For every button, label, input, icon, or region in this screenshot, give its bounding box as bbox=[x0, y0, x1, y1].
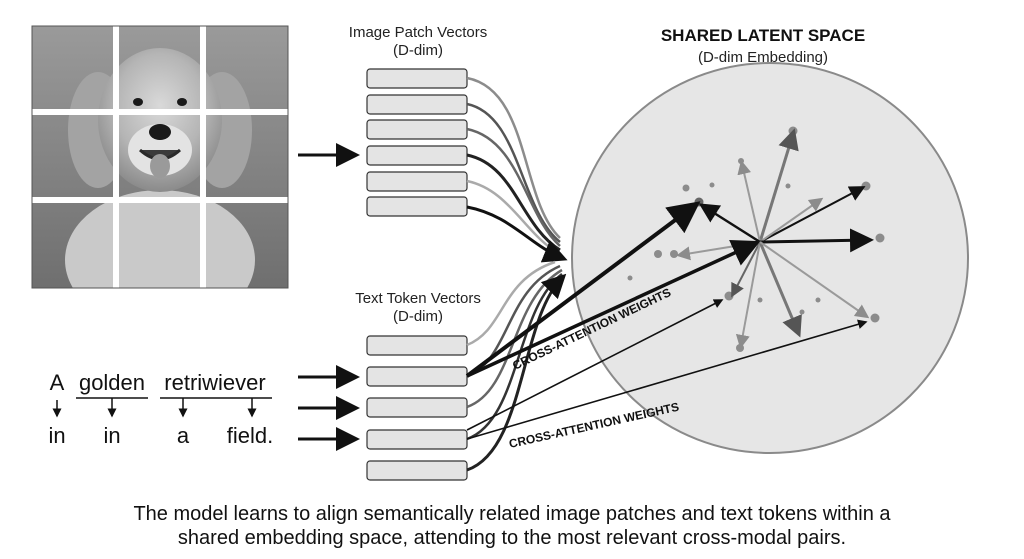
dog-image-grid bbox=[31, 25, 289, 289]
token-connections bbox=[466, 260, 567, 472]
image-patch-vector-stack bbox=[366, 68, 468, 217]
text-token-vector-stack bbox=[366, 335, 468, 481]
sentence-to-token-arrows bbox=[298, 365, 360, 451]
text-token-vector bbox=[366, 366, 468, 387]
cross-attention-arrows bbox=[465, 201, 868, 440]
latent-radial-arrows bbox=[676, 128, 874, 349]
text-token-title: Text Token Vectors bbox=[355, 290, 481, 307]
caption-line-1: The model learns to align semantically r… bbox=[133, 503, 891, 525]
image-patch-vector bbox=[366, 68, 468, 89]
latent-space-subtitle: (D-dim Embedding) bbox=[698, 49, 828, 66]
caption-line-2: shared embedding space, attending to the… bbox=[177, 527, 847, 549]
sentence-tokens: A golden retriwiever in in a field. bbox=[48, 370, 273, 448]
token-word: a bbox=[177, 423, 190, 448]
patch-connections bbox=[466, 76, 568, 263]
image-patch-vector bbox=[366, 119, 468, 140]
text-token-vector bbox=[366, 460, 468, 481]
dog-photo bbox=[32, 26, 288, 288]
token-word: field. bbox=[227, 423, 273, 448]
token-word: retriwiever bbox=[164, 370, 265, 395]
text-token-vector bbox=[366, 335, 468, 356]
image-patch-vector bbox=[366, 145, 468, 166]
token-word: golden bbox=[79, 370, 145, 395]
image-patch-subtitle: (D-dim) bbox=[393, 42, 443, 59]
text-token-vector bbox=[366, 429, 468, 450]
token-word: in bbox=[48, 423, 65, 448]
text-token-subtitle: (D-dim) bbox=[393, 308, 443, 325]
figure-caption: The model learns to align semantically r… bbox=[0, 502, 1024, 550]
image-patch-vector bbox=[366, 171, 468, 192]
latent-space-ellipse bbox=[571, 62, 969, 454]
token-word: in bbox=[103, 423, 120, 448]
text-token-vector bbox=[366, 397, 468, 418]
cross-attention-label-lower: CROSS-ATTENTION WEIGHTS bbox=[508, 400, 681, 451]
image-patch-vector bbox=[366, 94, 468, 115]
latent-space-title: SHARED LATENT SPACE bbox=[661, 26, 865, 45]
image-patch-vector bbox=[366, 196, 468, 217]
image-patch-title: Image Patch Vectors bbox=[349, 24, 487, 41]
token-word: A bbox=[50, 370, 65, 395]
